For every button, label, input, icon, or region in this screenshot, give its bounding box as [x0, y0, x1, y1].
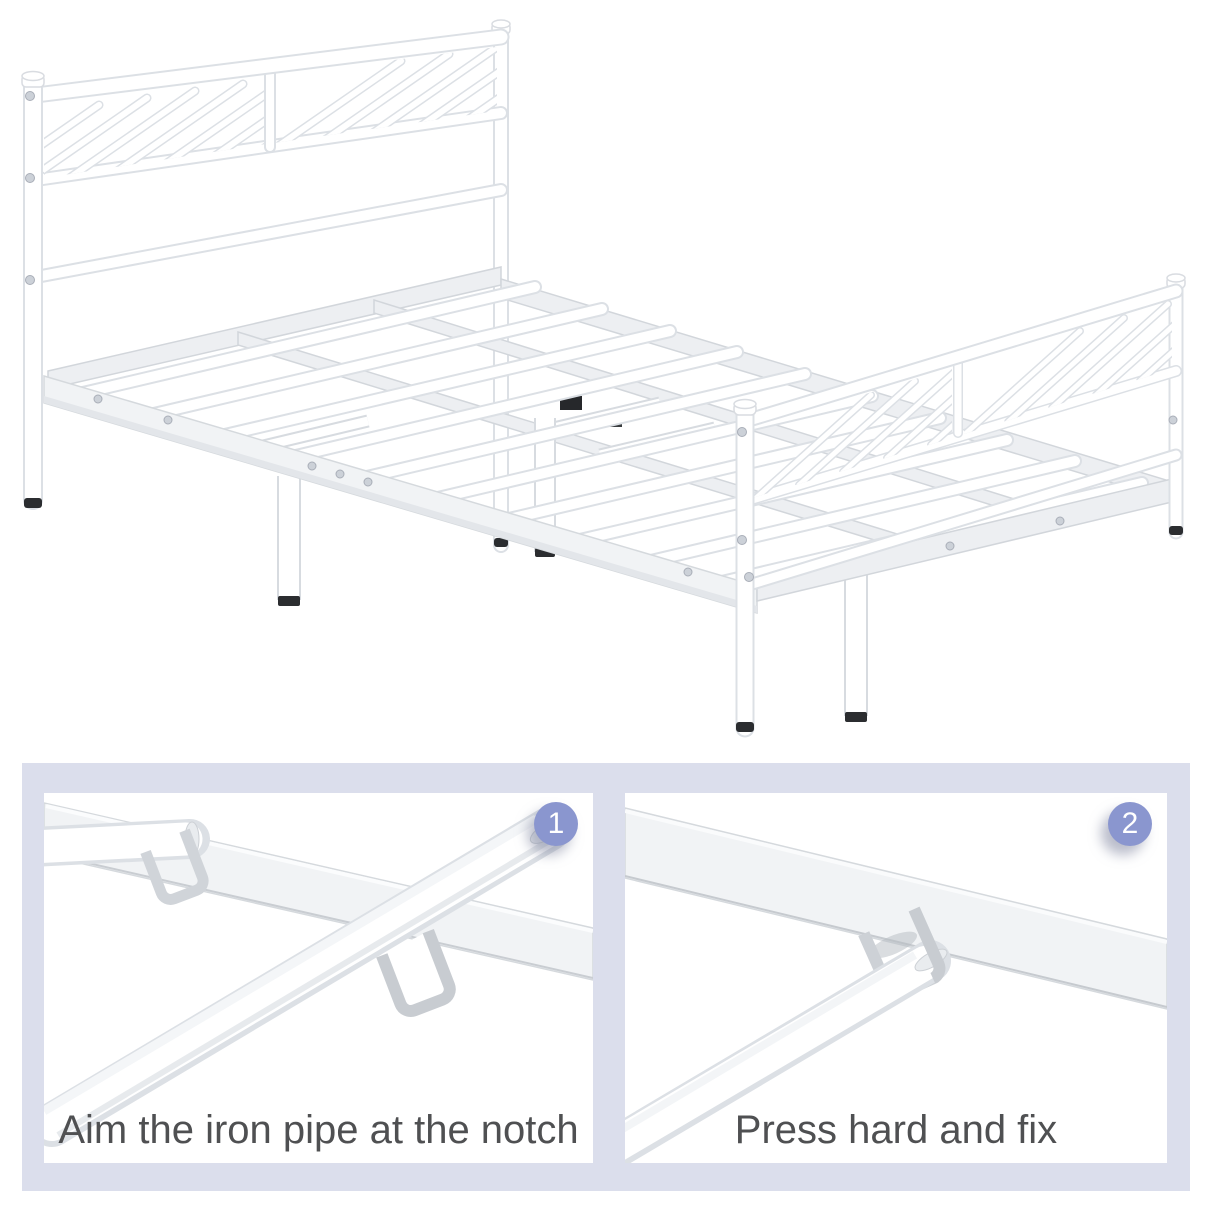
bed-frame-illustration	[21, 19, 1186, 738]
step-card-2: 2 Press hard and fix	[625, 793, 1167, 1163]
step-caption: Press hard and fix	[734, 1108, 1058, 1152]
footboard-chevron-right	[964, 300, 1172, 434]
footboard-chevron-left	[752, 368, 952, 498]
step2-press-illustration	[625, 807, 1167, 1163]
step-number-badge: 1	[534, 802, 578, 846]
notch-bracket	[140, 828, 209, 905]
headboard-chevron-left	[44, 76, 266, 178]
step-card-1: 1 Aim the iron pipe at the notch	[44, 793, 593, 1163]
notch-bracket	[376, 929, 456, 1017]
step-caption: Aim the iron pipe at the notch	[58, 1108, 579, 1152]
assembly-steps-panel: 1 Aim the iron pipe at the notch	[22, 763, 1190, 1191]
headboard-chevron-right	[274, 47, 497, 143]
notch-bracket-front	[908, 906, 946, 984]
step1-notch-illustration	[44, 802, 593, 1147]
step-number-badge: 2	[1108, 802, 1152, 846]
bed-frame-photo	[21, 19, 1186, 738]
